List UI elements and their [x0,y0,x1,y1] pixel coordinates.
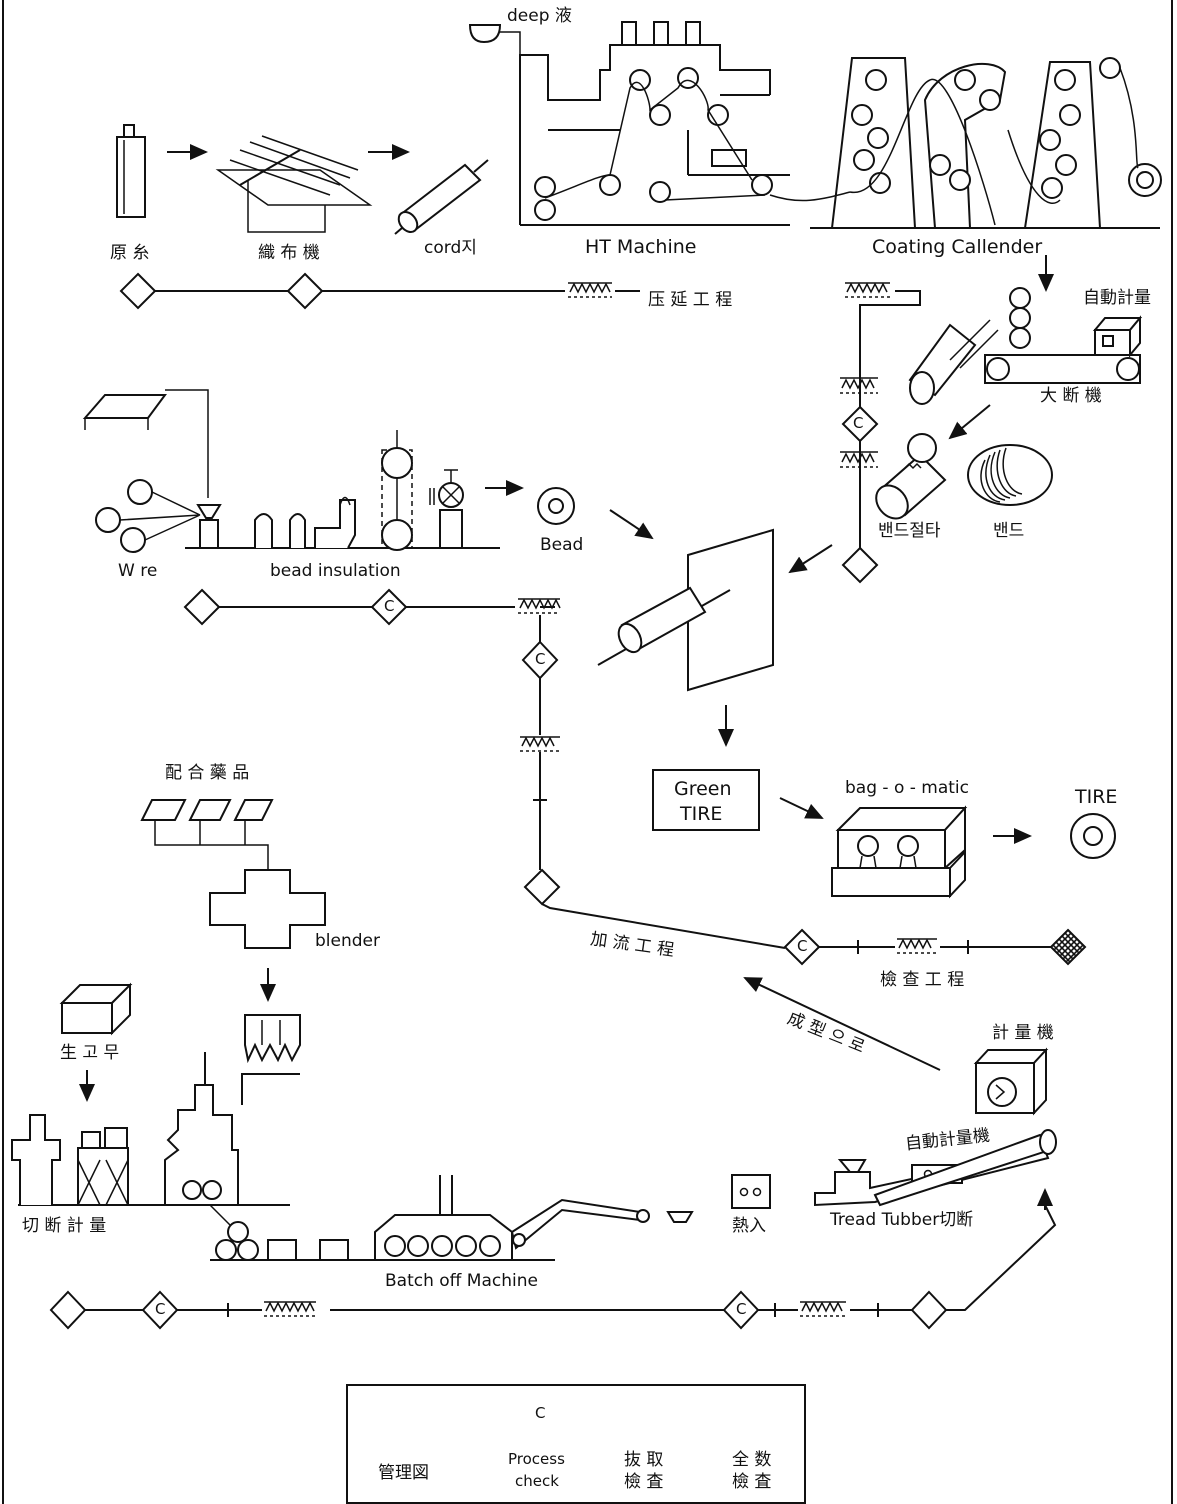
legend-sampling-2: 檢 査 [624,1474,663,1491]
scale-machine [976,1050,1046,1113]
label-band-cutter: 밴드절타 [878,523,941,540]
label-cut-weigh: 切 断 計 量 [22,1218,106,1235]
weaving-machine [218,136,370,232]
batch-off-machine [210,1175,649,1260]
cooling-tray [668,1212,692,1222]
arrow-bead-to-drum [610,510,652,538]
label-coating-callender: Coating Callender [872,238,1042,257]
ht-machine [520,22,790,225]
label-raw-yarn: 原 糸 [110,245,149,262]
legend-c-symbol: C [535,1406,545,1421]
sampling-diamond [185,590,219,624]
label-bagomatic: bag - o - matic [845,780,969,797]
bead-ring [538,488,574,524]
sampling-diamond [288,274,322,308]
banbury-mixers [12,1052,290,1225]
label-inspection-process: 檢 查 工 程 [880,972,964,989]
label-weaving: 織 布 機 [258,245,320,262]
c-mark: C [384,599,394,614]
c-mark: C [736,1302,746,1317]
legend-process-check-2: check [515,1474,559,1489]
arrow-to-bagomatic [780,798,822,818]
sampling-diamond [843,548,877,582]
cord-roll [395,160,488,236]
arrow-to-building [745,978,940,1070]
label-weigh-machine: 計 量 機 [992,1025,1054,1042]
label-heat-in: 熱入 [732,1218,766,1235]
label-tread-cut: Tread Tubber切断 [830,1212,973,1229]
deep-liquid-pot [470,25,520,150]
label-band: 밴드 [993,523,1024,540]
label-big-cutter: 大 断 機 [1040,388,1102,405]
arrow-band-to-drum [790,545,832,572]
c-mark: C [797,939,807,954]
c-mark: C [853,416,863,431]
legend-control-chart: 管理図 [378,1465,429,1482]
weigh-hoppers [242,1015,300,1105]
label-wire: W re [118,563,157,580]
sampling-diamond [525,870,559,904]
legend-full-2: 檢 査 [732,1474,771,1491]
c-mark: C [535,652,545,667]
bead-insulation-line [85,390,500,552]
label-green-tire-1: Green [674,780,732,799]
control-chart-symbol [845,283,890,297]
label-cord: cord지 [424,240,477,257]
band-roll [968,445,1052,505]
arrow-to-band-cutter [950,405,990,438]
label-compound: 配 合 藥 品 [165,765,249,782]
ply-control-line [840,370,878,582]
raw-rubber-block [62,985,130,1033]
legend-process-check-1: Process [508,1452,565,1467]
c-mark: C [155,1302,165,1317]
legend-sampling-1: 抜 取 [624,1452,663,1469]
sampling-diamond [121,274,155,308]
raw-yarn-spool [117,125,145,217]
label-auto-weigh: 自動計量 [1083,290,1151,307]
coating-callender [810,58,1161,228]
label-raw-rubber: 生 고 무 [60,1045,119,1062]
label-deep-liquid: deep 液 [507,8,572,25]
bag-o-matic-press [832,808,965,896]
label-tire: TIRE [1075,788,1117,807]
label-bead-insulation: bead insulation [270,563,401,580]
sampling-diamond [912,1292,946,1328]
control-chart-symbol [568,283,612,297]
label-rolling-process: 压 延 工 程 [648,292,732,309]
band-cutter [870,434,945,525]
label-blender: blender [315,933,380,950]
label-batch-off: Batch off Machine [385,1273,538,1290]
label-green-tire-2: TIRE [680,805,722,824]
compound-chemicals [142,800,272,870]
legend-full-1: 全 数 [732,1452,771,1469]
sampling-diamond [51,1292,85,1328]
heat-in-box [732,1175,770,1208]
building-drum [598,530,773,690]
blender [210,870,325,948]
fabric-belt [770,192,850,201]
label-ht-machine: HT Machine [585,238,696,257]
rolling-control-line [121,274,920,370]
finished-tire [1071,814,1115,858]
full-inspection-diamond [1051,930,1085,964]
label-bead: Bead [540,537,583,554]
